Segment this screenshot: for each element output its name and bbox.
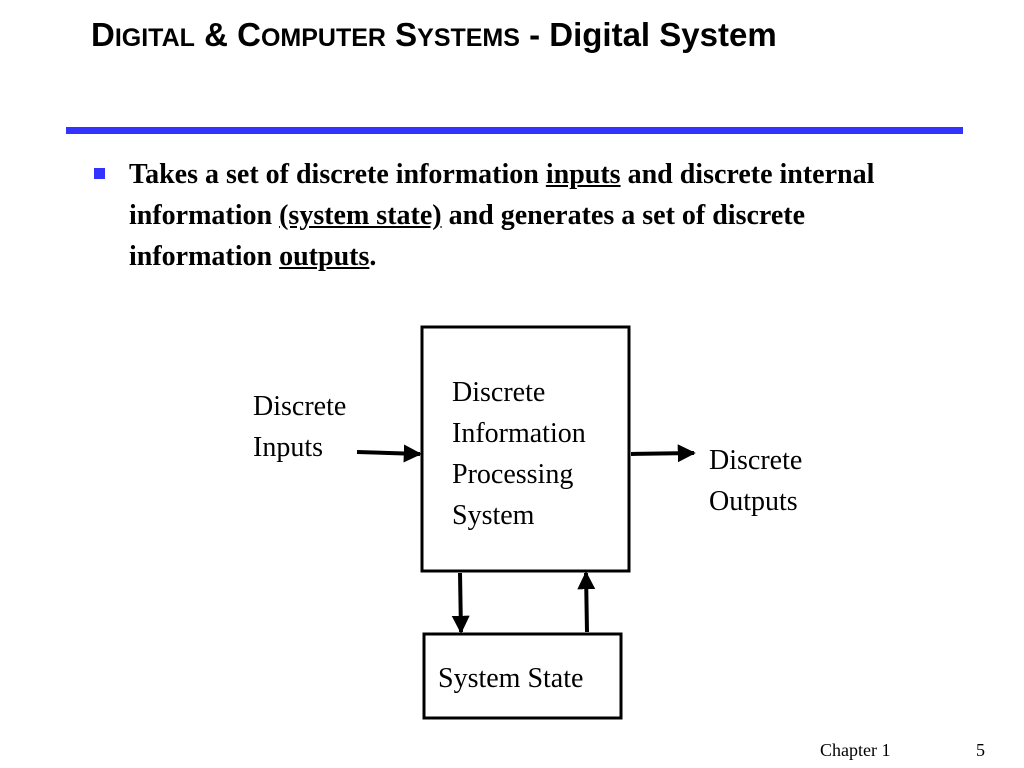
title-word2-initial: C [237,16,261,53]
bullet-text-part3: and generates a set of discrete informat… [129,200,806,272]
bullet-term-outputs: outputs [279,241,370,272]
system-state-label: System State [438,663,584,694]
outputs-label-line2: Outputs [709,486,798,517]
footer-page-number: 5 [976,740,985,760]
processing-label-line4: System [452,500,535,531]
processing-label-line1: Discrete [452,377,546,408]
processing-system-label: Discrete Information Processing System [452,372,586,536]
bullet-square-icon [94,168,105,179]
title-word1-initial: D [91,16,115,53]
inputs-label: Discrete Inputs [253,386,346,468]
bullet-term-inputs: inputs [545,159,621,190]
title-ampersand: & [204,16,228,53]
bullet-text: Takes a set of discrete information inpu… [129,154,949,277]
from-state-arrow [577,571,596,633]
inputs-label-line1: Discrete [253,391,347,422]
bullet-text-period: . [369,241,377,272]
system-state-box [422,632,623,720]
outputs-arrow [630,444,696,463]
title-suffix: - Digital System [529,16,777,53]
to-state-arrow [451,572,470,634]
bullet-text-part2: and discrete internal information [129,159,875,231]
bullet-text-part1: Takes a set of discrete information [129,159,546,190]
outputs-label-line1: Discrete [709,445,803,476]
slide-title: DIGITAL & COMPUTER SYSTEMS - Digital Sys… [91,12,951,61]
title-underline-rule [66,127,963,134]
processing-label-line3: Processing [452,459,574,490]
title-word1-rest: IGITAL [114,24,195,52]
title-word3-rest: YSTEMS [417,24,520,52]
bullet-term-system-state: (system state) [279,200,442,231]
inputs-label-line2: Inputs [253,432,323,463]
title-word3-initial: S [395,16,418,53]
processing-label-line2: Information [452,418,586,449]
processing-system-box [420,325,631,573]
inputs-arrow [356,444,422,463]
title-word2-rest: OMPUTER [260,24,386,52]
outputs-label: Discrete Outputs [709,440,802,522]
footer-chapter: Chapter 1 [820,740,891,760]
